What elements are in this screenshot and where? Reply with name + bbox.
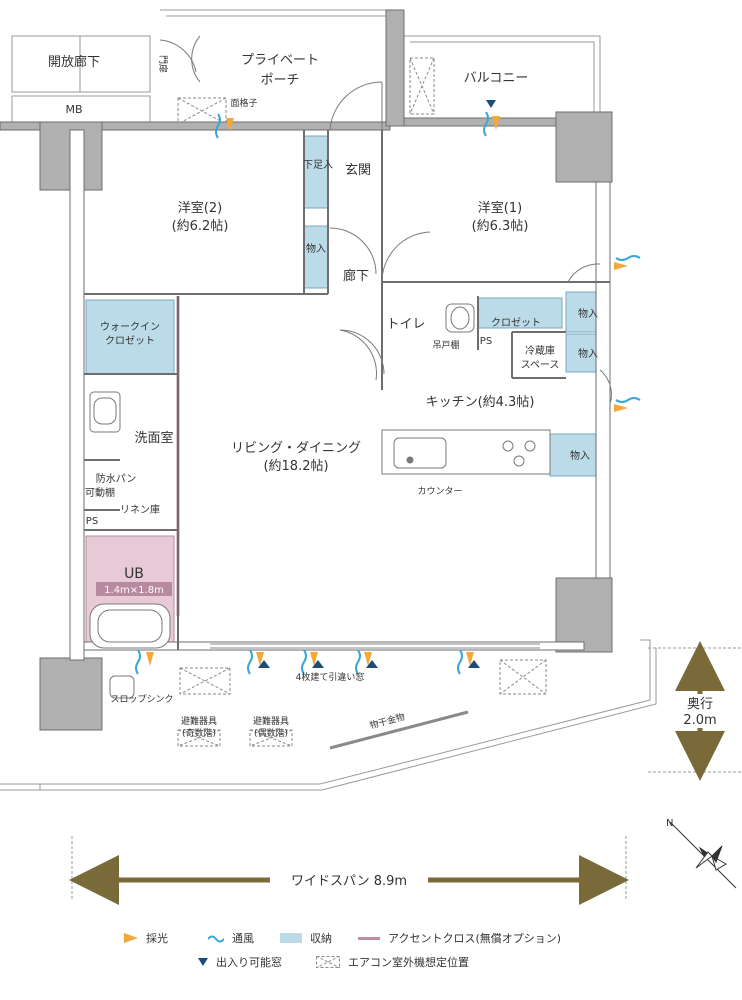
- access-window-markers: [258, 100, 496, 668]
- bathtub: [89, 603, 171, 649]
- legend-accent-label: アクセントクロス(無償オプション): [388, 932, 562, 945]
- label-storage-3: 物入: [570, 449, 590, 462]
- label-waterproof-pan: 防水パン: [96, 472, 137, 485]
- ac-unit-icon: [316, 956, 340, 968]
- legend-storage-label: 収納: [310, 932, 332, 945]
- open-corridor: [11, 35, 151, 123]
- washbasin: [89, 391, 121, 433]
- label-toilet: トイレ: [386, 317, 425, 332]
- legend-access-label: 出入り可能窓: [216, 956, 282, 969]
- depth-dimension: 奥行 2.0m: [648, 641, 742, 781]
- legend-ac-unit: エアコン室外機想定位置: [316, 954, 469, 970]
- compass-icon: N: [666, 818, 737, 889]
- legend-ventilation-label: 通風: [232, 932, 254, 945]
- label-depth: 奥行: [687, 697, 713, 712]
- label-gate: 門扉: [157, 55, 169, 73]
- sunlight-icon: [124, 933, 138, 943]
- storage-swatch: [280, 933, 302, 943]
- label-ub: UB: [124, 566, 144, 582]
- label-grille: 面格子: [230, 97, 257, 109]
- label-balcony: バルコニー: [464, 71, 529, 86]
- label-storage-2: 物入: [578, 347, 598, 360]
- label-ps-wash: PS: [86, 516, 98, 527]
- toilet-fixture: [445, 303, 475, 333]
- wide-span-dimension: ワイドスパン 8.9m: [69, 836, 629, 905]
- label-private-porch-2: ポーチ: [260, 73, 299, 88]
- legend-ac-label: エアコン室外機想定位置: [348, 956, 469, 969]
- outer-perimeter: [0, 9, 657, 791]
- label-counter: カウンター: [417, 486, 462, 497]
- legend-access-window: 出入り可能窓: [198, 954, 282, 970]
- label-storage-hall: 物入: [306, 242, 326, 255]
- ac-unit-positions: [177, 57, 547, 747]
- label-evac-odd-2: (奇数階): [182, 727, 216, 739]
- legend-lighting: 採光: [124, 930, 168, 946]
- label-private-porch-1: プライベート: [241, 53, 319, 68]
- label-ub-size: 1.4m×1.8m: [104, 585, 164, 596]
- label-closet: クロゼット: [491, 317, 541, 329]
- walls: [0, 9, 613, 731]
- kitchen-counter: [381, 429, 551, 475]
- label-ps-toilet: PS: [480, 336, 492, 347]
- label-slop-sink: スロップシンク: [110, 694, 173, 705]
- label-walkin-closet-1: ウォークイン: [100, 321, 160, 333]
- label-wide-span: ワイドスパン 8.9m: [291, 874, 407, 889]
- door-swings: [159, 35, 612, 405]
- legend-lighting-label: 採光: [146, 932, 168, 945]
- legend-ventilation: 通風: [208, 930, 254, 946]
- label-depth-value: 2.0m: [683, 713, 716, 728]
- label-living-dining: リビング・ダイニング: [231, 441, 361, 456]
- label-storage-1: 物入: [578, 307, 598, 320]
- label-movable-shelf: 可動棚: [85, 486, 115, 499]
- access-triangle-icon: [198, 958, 208, 966]
- label-western2-size: (約6.2帖): [172, 219, 229, 234]
- label-shoe-storage: 下足入: [303, 159, 333, 171]
- legend-storage: 収納: [280, 930, 332, 946]
- label-living-dining-size: (約18.2帖): [263, 459, 328, 474]
- label-mb: MB: [65, 103, 82, 116]
- ub-size-badge: [96, 582, 172, 596]
- label-evac-even-2: (偶数階): [254, 727, 288, 739]
- svg-text:N: N: [666, 818, 673, 829]
- label-evac-odd-1: 避難器具: [181, 715, 217, 727]
- label-evac-even-1: 避難器具: [253, 715, 289, 727]
- ventilation-markers: [135, 111, 641, 675]
- label-walkin-closet-2: クロゼット: [105, 335, 155, 347]
- storage-areas: [85, 135, 611, 477]
- interior-partitions: [84, 130, 610, 650]
- sliding-window: [210, 643, 540, 649]
- legend-accent: アクセントクロス(無償オプション): [358, 930, 561, 946]
- label-fridge-space-1: 冷蔵庫: [525, 344, 555, 357]
- label-kitchen: キッチン(約4.3帖): [426, 395, 535, 410]
- label-western1-name: 洋室(1): [478, 200, 522, 216]
- label-hallway: 廊下: [343, 268, 369, 284]
- label-sliding-window: 4枚建て引違い窓: [296, 671, 365, 683]
- label-washroom: 洗面室: [134, 430, 173, 446]
- label-western1-size: (約6.3帖): [472, 219, 529, 234]
- label-western2-name: 洋室(2): [178, 200, 222, 216]
- laundry-rail: [329, 710, 469, 750]
- label-hanging-shelf: 吊戸棚: [432, 339, 459, 351]
- label-entrance: 玄関: [345, 163, 371, 178]
- label-open-corridor: 開放廊下: [48, 54, 100, 70]
- label-linen: リネン庫: [120, 503, 160, 516]
- slop-sink: [109, 675, 135, 699]
- lighting-markers: [146, 116, 628, 666]
- label-fridge-space-2: スペース: [521, 360, 560, 371]
- wind-icon: [208, 935, 224, 943]
- accent-swatch: [358, 936, 380, 940]
